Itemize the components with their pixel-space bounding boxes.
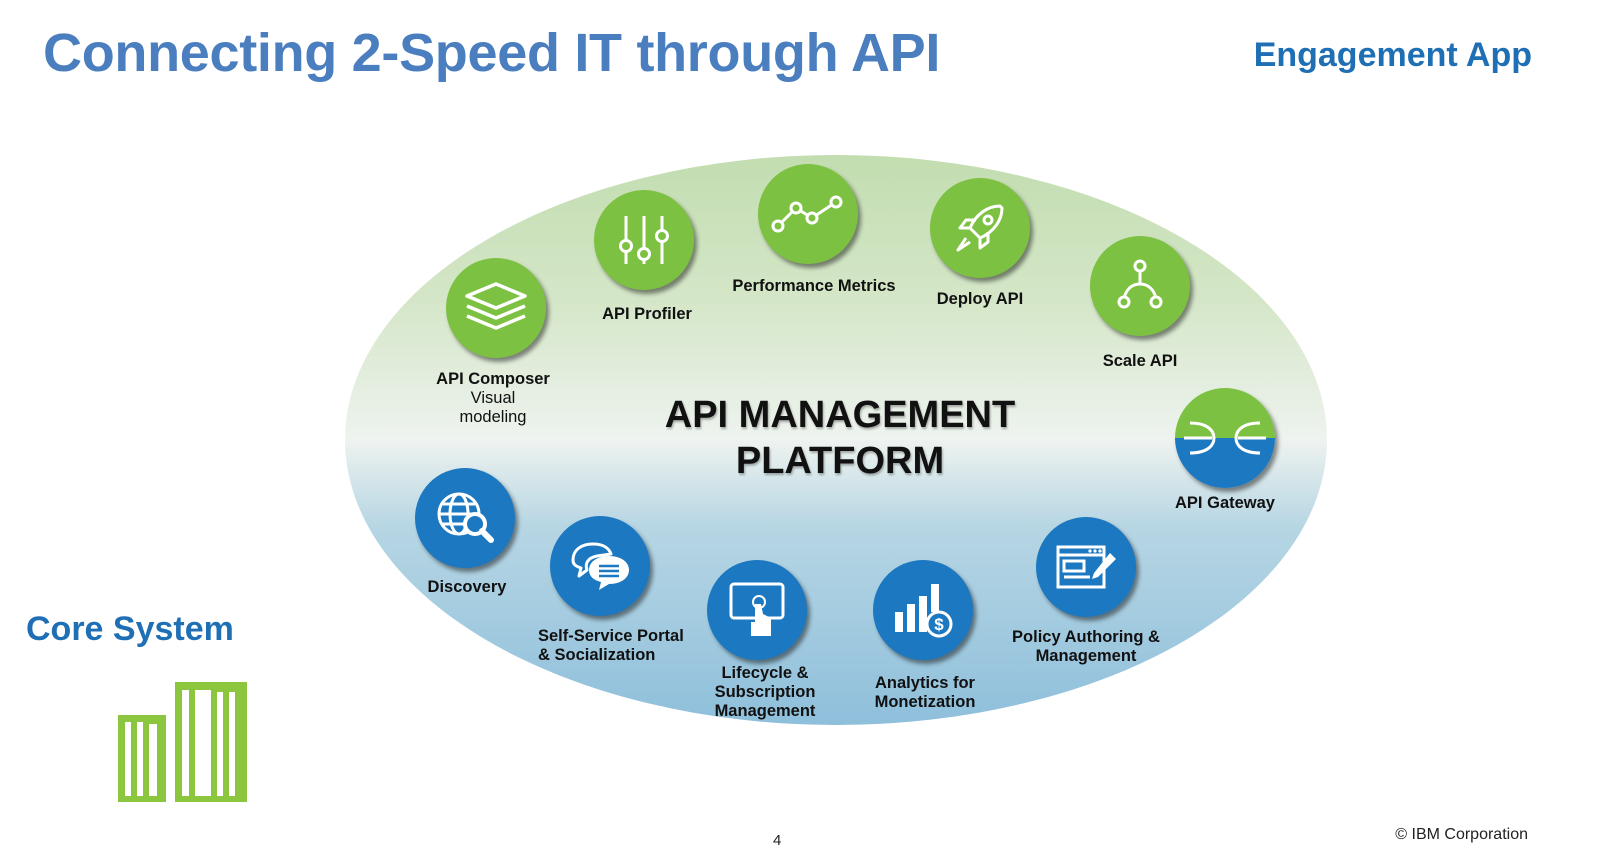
layers-icon: [465, 282, 527, 330]
self-service-portal-label: Self-Service Portal & Socialization: [538, 627, 684, 664]
analytics-node[interactable]: $: [873, 560, 973, 660]
page-number: 4: [773, 832, 782, 849]
platform-title: API MANAGEMENT PLATFORM: [600, 392, 1080, 484]
branch-icon: [1117, 259, 1163, 309]
scale-api-node[interactable]: [1090, 236, 1190, 336]
chat-bubbles-icon: [571, 542, 629, 590]
touch-screen-icon: [729, 582, 785, 636]
api-gateway-label: API Gateway: [1175, 494, 1275, 512]
gateway-icon: [1184, 421, 1266, 455]
policy-authoring-node[interactable]: [1036, 517, 1136, 617]
page-title: Connecting 2-Speed IT through API: [43, 23, 941, 83]
bar-chart-dollar-icon: $: [895, 584, 953, 638]
svg-text:$: $: [934, 615, 944, 634]
policy-authoring-label: Policy Authoring & Management: [1012, 628, 1160, 665]
discovery-node[interactable]: [415, 468, 515, 568]
api-profiler-node[interactable]: [594, 190, 694, 290]
scale-api-label: Scale API: [1102, 352, 1178, 370]
deploy-api-label: Deploy API: [936, 290, 1024, 308]
platform-title-line2: PLATFORM: [735, 440, 945, 482]
copyright: © IBM Corporation: [1395, 826, 1528, 843]
performance-metrics-label: Performance Metrics: [732, 277, 896, 295]
discovery-label: Discovery: [427, 578, 507, 596]
analytics-label: Analytics for Monetization: [874, 674, 976, 711]
deploy-api-node[interactable]: [930, 178, 1030, 278]
lifecycle-node[interactable]: [707, 560, 807, 660]
self-service-portal-node[interactable]: [550, 516, 650, 616]
engagement-app-label: Engagement App: [1253, 36, 1532, 74]
line-graph-icon: [771, 195, 843, 233]
api-composer-label: API Composer Visual modeling: [436, 370, 550, 426]
server-rack-icon: [118, 682, 247, 802]
browser-edit-icon: [1056, 545, 1116, 589]
globe-search-icon: [437, 492, 494, 543]
platform-title-line1: API MANAGEMENT: [664, 394, 1016, 436]
core-system-label: Core System: [26, 610, 234, 648]
sliders-icon: [619, 216, 669, 264]
performance-metrics-node[interactable]: [758, 164, 858, 264]
rocket-icon: [956, 204, 1004, 252]
lifecycle-label: Lifecycle & Subscription Management: [714, 664, 816, 720]
api-composer-node[interactable]: [446, 258, 546, 358]
api-profiler-label: API Profiler: [602, 305, 692, 323]
api-gateway-node[interactable]: [1175, 388, 1275, 488]
